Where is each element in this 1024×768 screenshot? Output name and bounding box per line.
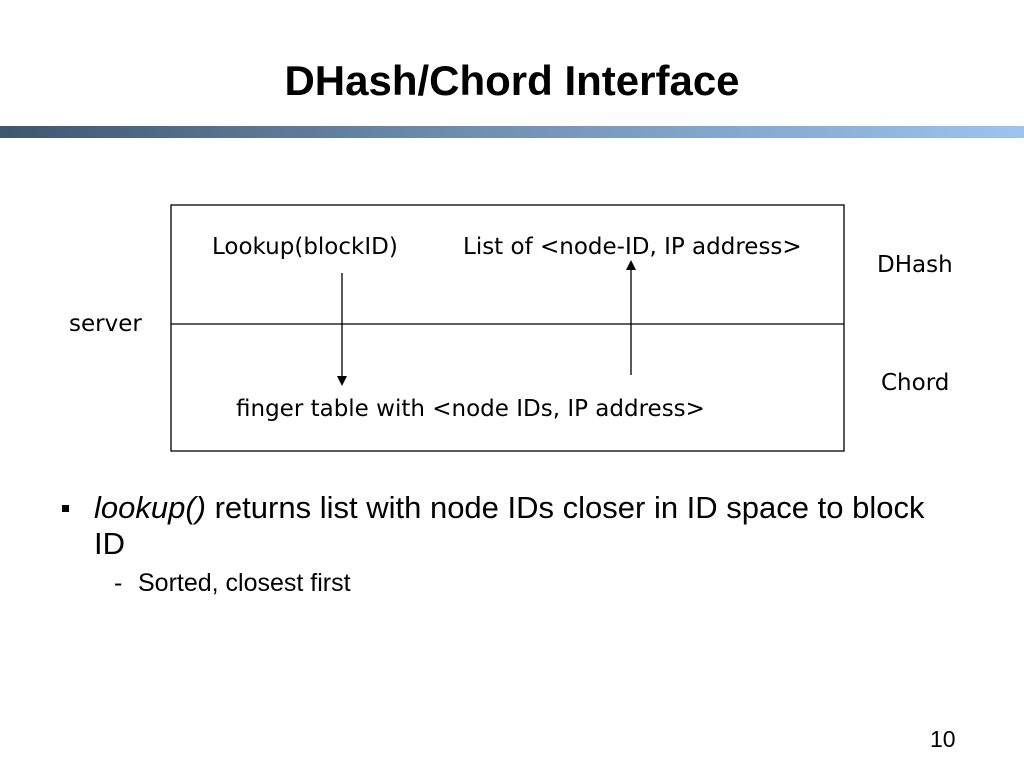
sub-bullet-text: Sorted, closest first (138, 569, 351, 597)
page-number: 10 (930, 726, 956, 752)
lookup-result-label: List of <node-ID, IP address> (463, 234, 802, 260)
sub-bullet-item: - Sorted, closest first (62, 566, 962, 600)
bullet-italic-term: lookup() (94, 490, 206, 525)
server-label: server (69, 311, 142, 337)
bullet-text: returns list with node IDs closer in ID … (94, 490, 925, 561)
square-bullet-icon (62, 505, 69, 512)
chord-layer-label: Chord (881, 370, 949, 396)
bullet-list: lookup() returns list with node IDs clos… (62, 490, 962, 600)
dash-bullet-icon: - (114, 569, 123, 597)
dhash-layer-label: DHash (877, 252, 953, 278)
slide-title: DHash/Chord Interface (284, 57, 740, 104)
bullet-item: lookup() returns list with node IDs clos… (62, 490, 962, 562)
lookup-call-label: Lookup(blockID) (212, 234, 398, 260)
server-box (170, 204, 845, 452)
finger-table-label: finger table with <node IDs, IP address> (236, 396, 705, 422)
title-accent-bar (0, 126, 1024, 138)
